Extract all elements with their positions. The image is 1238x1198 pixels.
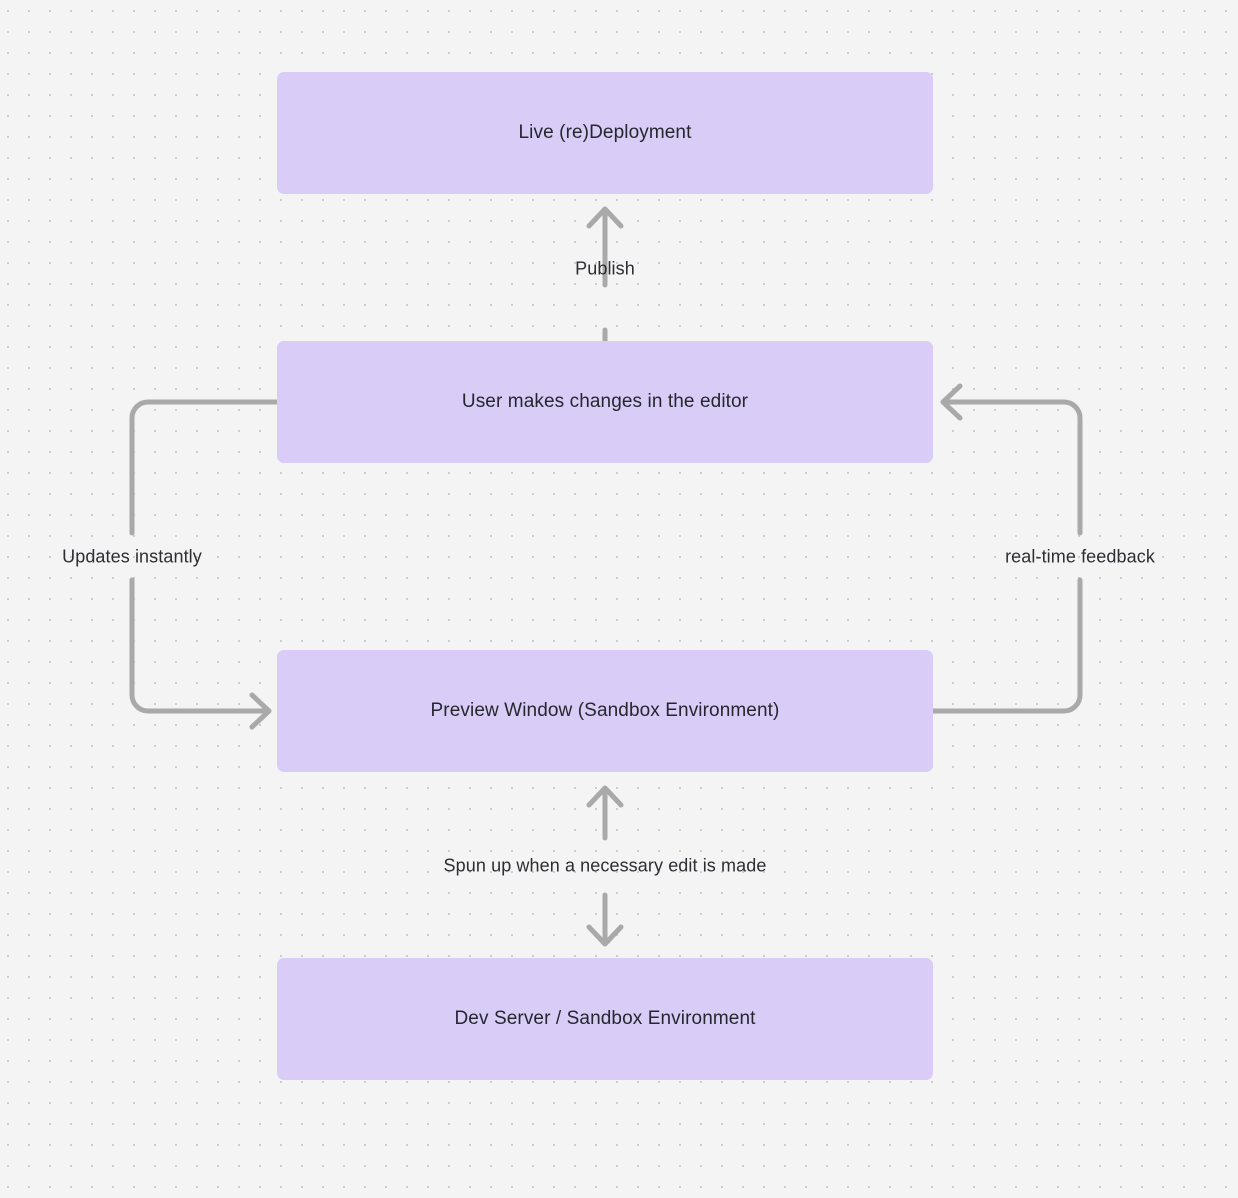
node-label: Preview Window (Sandbox Environment)	[430, 700, 780, 721]
node-label: Dev Server / Sandbox Environment	[454, 1008, 756, 1029]
edge-label-updates-instantly: Updates instantly	[62, 546, 202, 567]
node-user-edits[interactable]: User makes changes in the editor	[277, 341, 933, 463]
node-live-deployment[interactable]: Live (re)Deployment	[277, 72, 933, 194]
node-dev-server[interactable]: Dev Server / Sandbox Environment	[277, 958, 933, 1080]
edge-label-publish: Publish	[575, 258, 635, 279]
edge-label-spun-up: Spun up when a necessary edit is made	[443, 855, 767, 876]
edge-label-real-time-feedback: real-time feedback	[1005, 546, 1155, 567]
node-preview-window[interactable]: Preview Window (Sandbox Environment)	[277, 650, 933, 772]
node-label: Live (re)Deployment	[518, 122, 692, 143]
node-label: User makes changes in the editor	[461, 391, 749, 412]
